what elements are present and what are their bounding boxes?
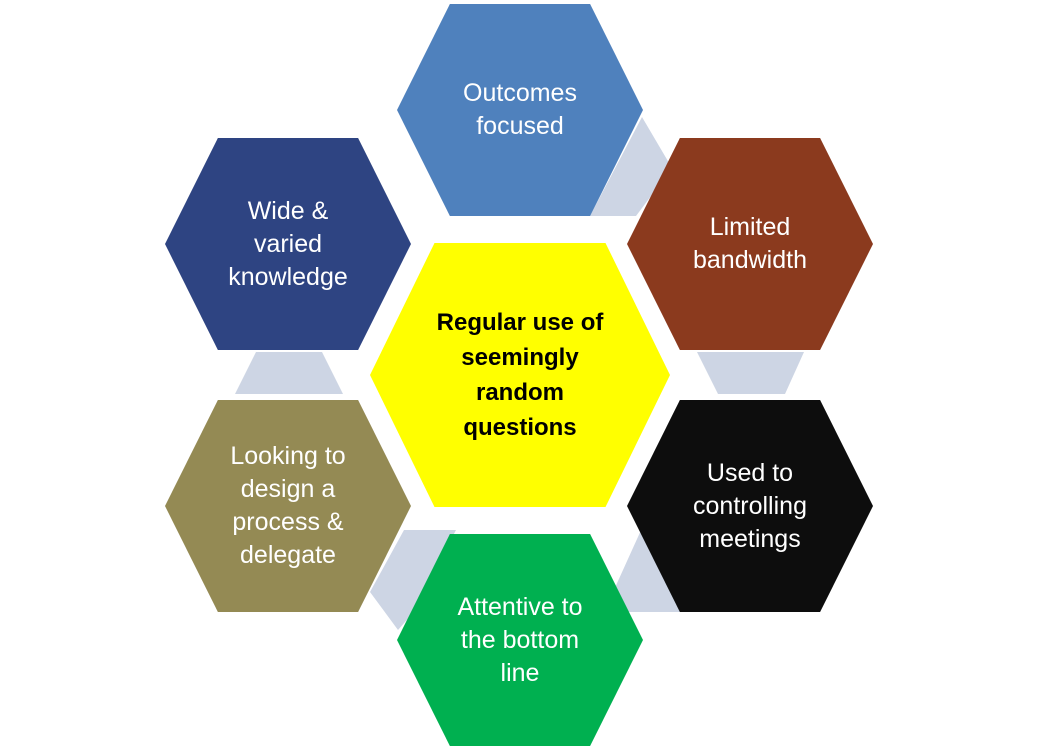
attentive-to-bottom-line-hexagon xyxy=(397,534,643,746)
connector-band xyxy=(590,117,672,216)
used-to-controlling-meetings-hexagon xyxy=(627,400,873,612)
wide-varied-knowledge-hexagon xyxy=(165,138,411,350)
hexagons xyxy=(165,4,873,746)
connector-band xyxy=(604,528,686,612)
looking-to-design-process-hexagon xyxy=(165,400,411,612)
connector-band xyxy=(235,352,343,394)
center-hexagon-label: Regular use of seemingly random question… xyxy=(436,309,604,441)
limited-bandwidth-hexagon xyxy=(627,138,873,350)
connectors xyxy=(235,117,804,630)
limited-bandwidth-label: Limited bandwidth xyxy=(693,213,807,274)
connector-band xyxy=(697,352,804,394)
outcomes-focused-hexagon xyxy=(397,4,643,216)
looking-to-design-process-label: Looking to design a process & delegate xyxy=(230,442,346,569)
outcomes-focused-label: Outcomes focused xyxy=(463,79,577,140)
used-to-controlling-meetings-label: Used to controlling meetings xyxy=(693,458,807,553)
wide-varied-knowledge-label: Wide & varied knowledge xyxy=(228,196,348,291)
attentive-to-bottom-line-label: Attentive to the bottom line xyxy=(457,592,583,687)
center-hexagon xyxy=(370,243,670,507)
connector-band xyxy=(370,530,456,630)
